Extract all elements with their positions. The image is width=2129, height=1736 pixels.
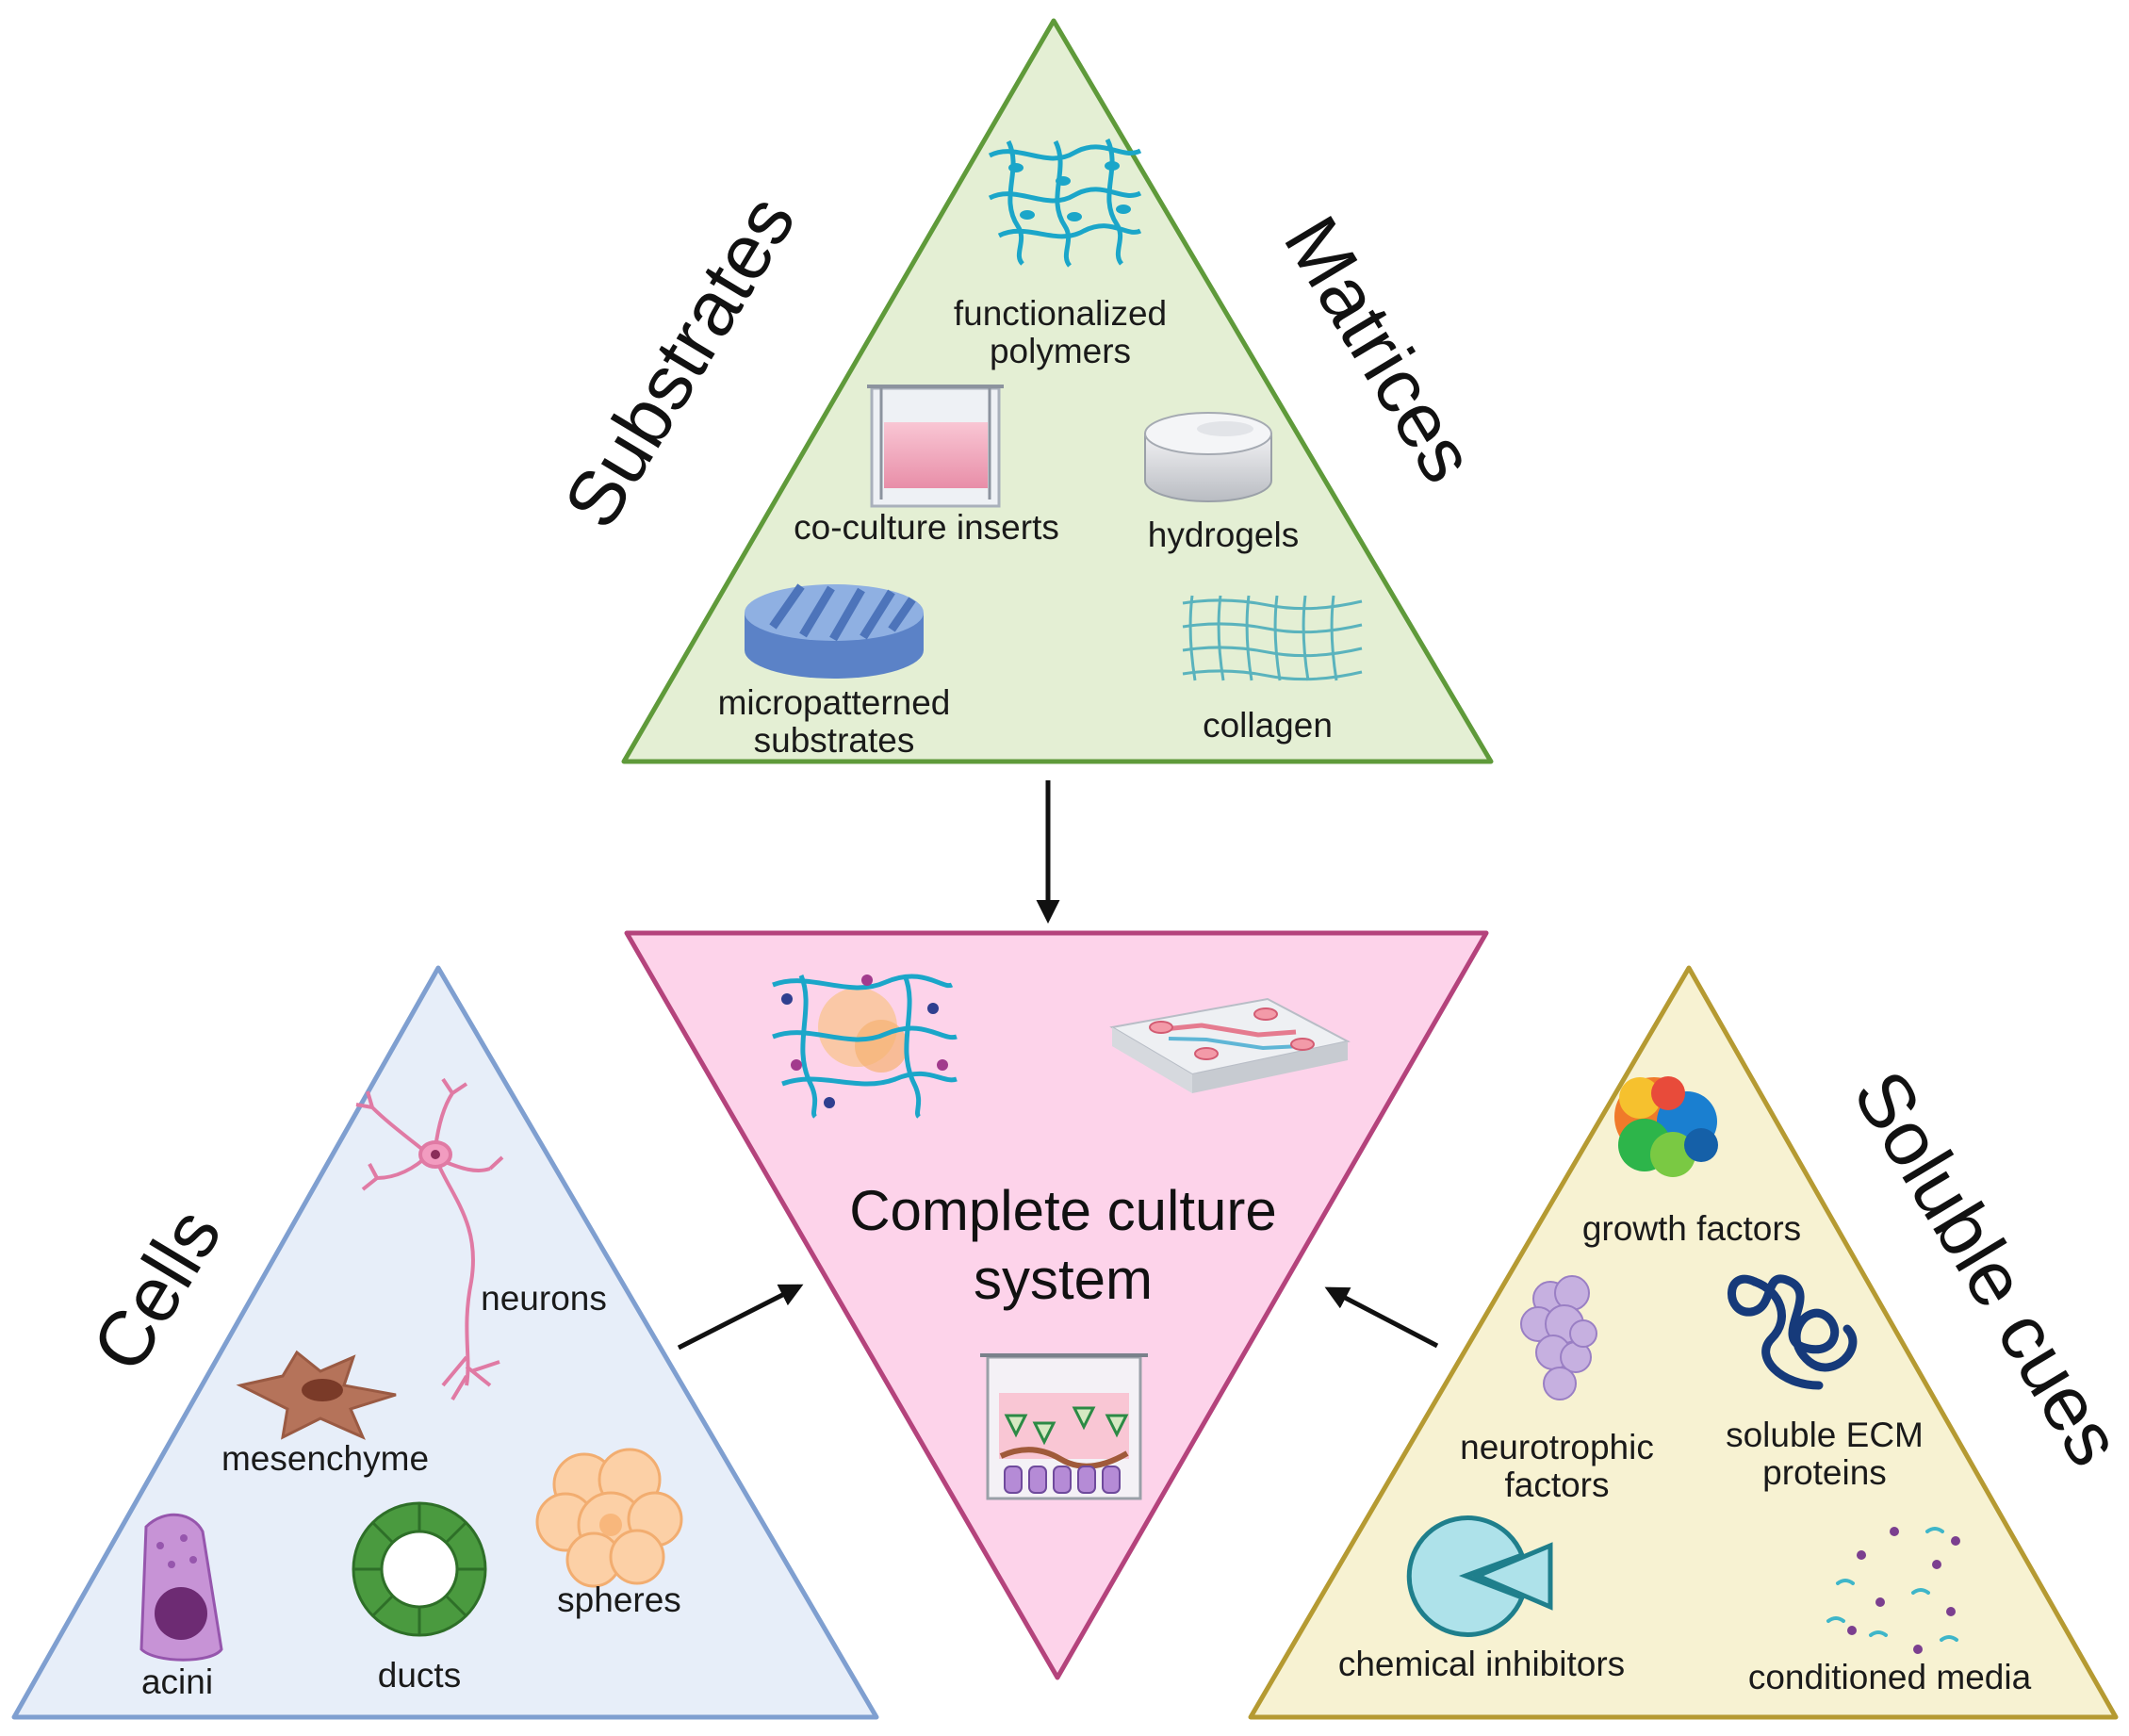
hydrogels-label: hydrogels xyxy=(1148,516,1299,554)
matrices-panel: Substrates Matrices functionalized polym… xyxy=(548,18,1494,764)
soluble-ecm-proteins-label: soluble ECM xyxy=(1726,1416,1924,1454)
chemical-inhibitors-label: chemical inhibitors xyxy=(1338,1645,1625,1683)
conditioned-media-label: conditioned media xyxy=(1748,1658,2032,1696)
coculture-inserts-label: co-culture inserts xyxy=(794,508,1059,547)
growth-factor-protein-icon xyxy=(1614,1076,1718,1177)
cells-in-network-icon xyxy=(772,974,958,1119)
neurotrophic-factors-label: neurotrophic xyxy=(1460,1428,1654,1466)
neurons-label: neurons xyxy=(481,1279,607,1318)
matrices-triangle xyxy=(621,18,1494,764)
micropatterned-substrates-label: micropatterned xyxy=(718,683,951,722)
arrow-icon xyxy=(677,1284,804,1351)
neuron-icon xyxy=(355,1077,504,1401)
micropatterned-disc-icon xyxy=(745,583,924,679)
center-triangle xyxy=(624,930,1489,1680)
substrates-title: Substrates xyxy=(548,181,811,542)
cells-panel: Cells neurons mesenchyme acini xyxy=(11,965,879,1720)
cells-title: Cells xyxy=(75,1194,237,1385)
mesenchyme-label: mesenchyme xyxy=(221,1439,429,1478)
inhibitor-pacman-icon xyxy=(1406,1515,1553,1637)
center-panel: Complete culture system xyxy=(624,930,1489,1680)
duct-ring-icon xyxy=(352,1501,487,1637)
ducts-label: ducts xyxy=(378,1656,461,1695)
acinus-cell-icon xyxy=(139,1513,223,1662)
neurotrophic-factors-label-2: factors xyxy=(1504,1466,1609,1504)
coculture-insert-icon xyxy=(867,385,1004,508)
growth-factors-label: growth factors xyxy=(1582,1209,1801,1248)
microfluidic-chip-icon xyxy=(1109,997,1351,1093)
hydrogel-disc-icon xyxy=(1144,412,1272,502)
collagen-label: collagen xyxy=(1203,706,1333,745)
functionalized-polymers-label: functionalized xyxy=(954,294,1167,333)
micropatterned-substrates-label-2: substrates xyxy=(754,721,915,760)
arrow-icon xyxy=(1324,1286,1439,1349)
ecm-coil-icon xyxy=(1728,1274,1858,1390)
functionalized-polymers-label-2: polymers xyxy=(990,332,1131,370)
insert-with-cells-icon xyxy=(980,1353,1148,1500)
sphere-cluster-icon xyxy=(535,1448,683,1588)
collagen-mesh-icon xyxy=(1182,595,1363,681)
polymer-network-icon xyxy=(988,138,1142,268)
mesenchyme-cell-icon xyxy=(236,1350,397,1440)
spheres-label: spheres xyxy=(557,1580,681,1619)
soluble-ecm-proteins-label-2: proteins xyxy=(1762,1453,1887,1492)
conditioned-media-dots-icon xyxy=(1826,1527,1960,1654)
acini-label: acini xyxy=(141,1662,213,1701)
center-title-line1: Complete culture xyxy=(849,1179,1277,1242)
neurotrophic-protein-icon xyxy=(1520,1275,1597,1400)
center-title-line2: system xyxy=(974,1248,1153,1311)
